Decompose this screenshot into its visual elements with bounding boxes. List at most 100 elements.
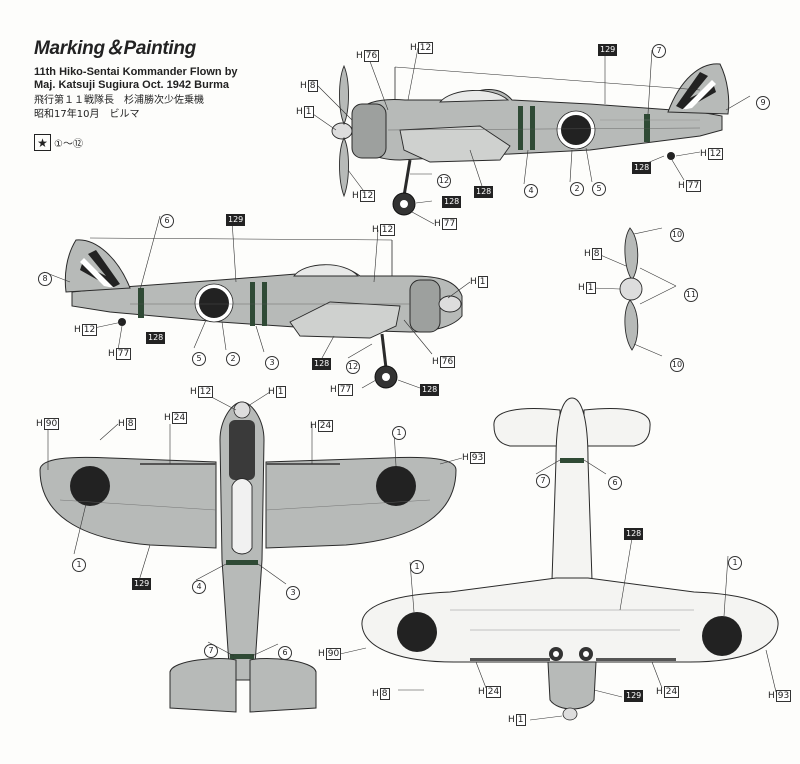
fuselage-lower [551,397,593,581]
subtitle-line-1: 11th Hiko-Sentai Kommander Flown by [34,66,238,78]
callout-color-number: 129 [132,578,152,590]
tail-lightning-1 [676,72,716,110]
spinner-1 [331,122,353,140]
callout-decal-prefix: H [36,419,43,429]
callout-circle-number: 11 [684,288,698,302]
callout-decal-prefix: H [678,181,685,191]
callout-decal-prefix: H [300,81,307,91]
callout-color-code: 128 [312,358,332,370]
callout-decal-number: 8 [125,418,136,430]
hinomaru-wing-upper-left [70,466,110,506]
callout-circle-number: 6 [278,646,292,660]
callout-decal-prefix: H [318,649,325,659]
engine-lower [547,661,597,710]
star-decal-icon: ★ [34,134,51,151]
callout-decal-number: 93 [775,690,792,702]
callout-decal-prefix: H [74,325,81,335]
callout-number: 1 [410,560,424,574]
profile-right-view [64,237,463,389]
callout-number: 1 [72,558,86,572]
callout-color-code: 129 [132,578,152,590]
engine-cowl-2 [409,279,441,333]
callout-color-number: 129 [598,44,618,56]
callout-decal-prefix: H [462,453,469,463]
callout-number: 7 [204,644,218,658]
callout-number: 4 [524,184,538,198]
plan-view-bottom [361,397,779,721]
callout-decal-number: 77 [337,384,354,396]
tail-lightning-2 [80,250,120,288]
callout-decal-number: 12 [197,386,214,398]
canopy-profile-2 [293,264,359,277]
callout-decal-number: 24 [317,420,334,432]
callout-color-number: 128 [632,162,652,174]
callout-decal-number: 12 [359,190,376,202]
callout-decal-prefix: H [578,283,585,293]
decal-legend: ★ ①～⑫ [34,134,83,151]
callout-color-code: 128 [442,196,462,208]
callout-decal-prefix: H [108,349,115,359]
callout-color-code: 129 [226,214,246,226]
callout-circle-number: 10 [670,358,684,372]
callout-decal-number: 76 [439,356,456,368]
wing-profile-1 [399,125,511,163]
callout-decal-prefix: H [584,249,591,259]
callout-decal-number: 90 [325,648,342,660]
callout-decal-number: 12 [417,42,434,54]
callout-color-code: 128 [146,332,166,344]
callout-decal-prefix: H [372,225,379,235]
callout-circle-number: 4 [192,580,206,594]
callout-number: 1 [392,426,406,440]
callout-circle-number: 6 [160,214,174,228]
callout-decal-prefix: H [768,691,775,701]
callout-decal-prefix: H [296,107,303,117]
callout-circle-number: 8 [38,272,52,286]
callout-number: 6 [278,646,292,660]
callout-decal-number: 8 [591,248,602,260]
callout-color-number: 129 [624,690,644,702]
callout-circle-number: 3 [265,356,279,370]
callout-color-code: 129 [624,690,644,702]
callout-number: 4 [192,580,206,594]
tailplane-lower [493,408,561,447]
fuselage-band-front-1 [518,106,523,150]
callout-number: 5 [592,182,606,196]
callout-circle-number: 7 [204,644,218,658]
callout-number: 6 [160,214,174,228]
callout-number: 1 [728,556,742,570]
callout-decal-prefix: H [656,687,663,697]
fuselage-band-rear-1 [644,114,650,142]
spinner-2 [438,295,462,313]
callout-decal-prefix: H [164,413,171,423]
callout-decal-prefix: H [432,357,439,367]
callout-circle-number: 4 [524,184,538,198]
callout-decal-number: 8 [379,688,390,700]
canopy-profile-1 [438,90,510,103]
prop-hub [619,277,643,301]
callout-decal-number: 1 [275,386,286,398]
callout-decal-number: 24 [663,686,680,698]
callout-number: 10 [670,228,684,242]
callout-decal-number: 12 [81,324,98,336]
tailplane-upper [169,658,237,713]
callout-circle-number: 1 [392,426,406,440]
callout-color-number: 128 [442,196,462,208]
callout-circle-number: 12 [346,360,360,374]
callout-decal-prefix: H [352,191,359,201]
callout-circle-number: 6 [608,476,622,490]
